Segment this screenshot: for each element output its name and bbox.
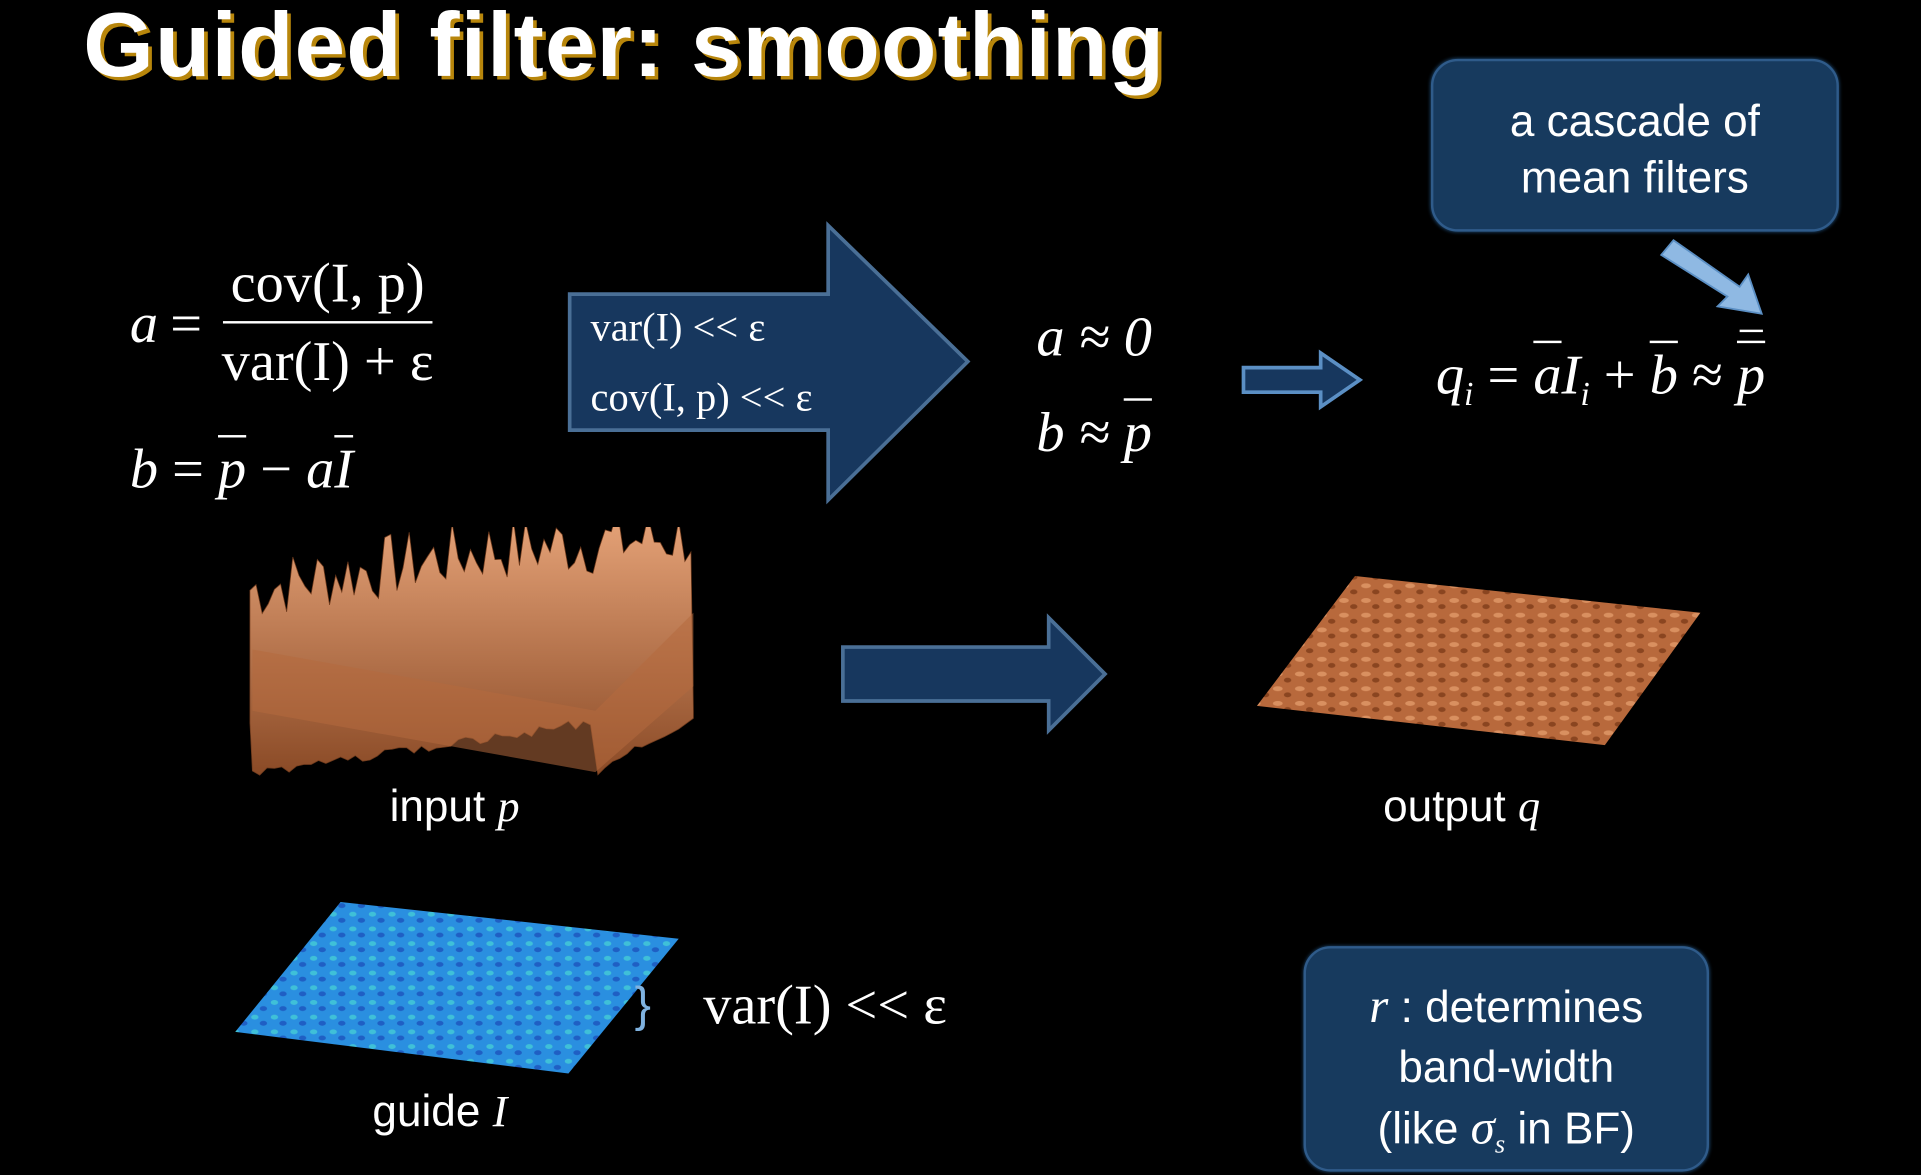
var-I: I xyxy=(1561,343,1581,406)
guide-label: guide I xyxy=(372,1086,507,1137)
equals-sign: = xyxy=(1473,343,1534,406)
bandwidth-callout: r : determines band-width (like σs in BF… xyxy=(1303,946,1710,1172)
mean-filters-callout: a cascade of mean filters xyxy=(1430,58,1839,232)
label-word: guide xyxy=(372,1085,493,1137)
var-q: q xyxy=(1435,343,1464,406)
subscript-i: i xyxy=(1580,374,1590,413)
variance-note: var(I) << ε xyxy=(703,973,947,1036)
implies-arrow xyxy=(1241,349,1364,411)
double-mean-p: p xyxy=(1736,329,1766,406)
sigma-symbol: σ xyxy=(1470,1099,1495,1155)
fraction: cov(I, p) var(I) + ε xyxy=(214,245,441,399)
output-surface-plot xyxy=(1256,575,1701,746)
denominator: var(I) + ε xyxy=(221,329,434,393)
label-word: input xyxy=(389,780,498,831)
filter-arrow xyxy=(841,613,1108,735)
output-label: output q xyxy=(1383,781,1540,832)
mean-a: a xyxy=(1533,343,1562,406)
callout-pointer-arrow xyxy=(1659,238,1764,315)
condition-cov: cov(I, p) << ε xyxy=(590,376,813,421)
condition-var: var(I) << ε xyxy=(590,306,766,351)
callout-text: in BF) xyxy=(1505,1102,1635,1154)
equation-q: qi = aIi + b ≈ p xyxy=(1435,329,1766,414)
approx-b: b ≈ p xyxy=(1036,385,1151,481)
var-a: a xyxy=(129,291,159,354)
callout-text: : determines xyxy=(1388,981,1644,1032)
condition-arrow xyxy=(567,221,971,505)
equation-a: a = cov(I, p) var(I) + ε xyxy=(130,245,441,399)
minus-sign: − xyxy=(246,437,307,501)
mean-p: p xyxy=(218,437,247,501)
variance-brace: } xyxy=(634,977,651,1032)
numerator: cov(I, p) xyxy=(223,245,432,324)
callout-line: band-width xyxy=(1398,1041,1615,1092)
callout-text: (like xyxy=(1377,1102,1471,1154)
input-surface-plot xyxy=(249,526,694,776)
approx-b-prefix: b ≈ xyxy=(1036,400,1124,464)
label-symbol: q xyxy=(1518,781,1541,831)
input-label: input p xyxy=(390,781,520,832)
guide-surface-plot xyxy=(235,901,679,1074)
approx-sign: ≈ xyxy=(1677,343,1737,406)
mean-b: b xyxy=(1649,343,1678,406)
equation-b: b = p − aI xyxy=(130,436,353,501)
callout-line: (like σs in BF) xyxy=(1306,1097,1707,1175)
approximations: a ≈ 0 b ≈ p xyxy=(1036,289,1151,480)
var-r: r xyxy=(1369,977,1389,1034)
var-a: a xyxy=(306,437,335,501)
approx-a: a ≈ 0 xyxy=(1036,305,1152,368)
label-symbol: I xyxy=(492,1087,508,1137)
var-b: b xyxy=(129,437,159,501)
callout-line: r : determines xyxy=(1306,975,1707,1036)
label-symbol: p xyxy=(497,781,520,831)
sigma-subscript: s xyxy=(1494,1129,1506,1159)
equals-sign: = xyxy=(158,437,219,501)
callout-line: a cascade of xyxy=(1509,95,1760,146)
mean-p: p xyxy=(1123,400,1152,464)
plus-sign: + xyxy=(1589,343,1650,406)
slide-title: Guided filter: smoothing xyxy=(83,0,1166,96)
subscript-i: i xyxy=(1463,374,1474,413)
conditions: var(I) << ε cov(I, p) << ε xyxy=(590,294,812,434)
callout-line: mean filters xyxy=(1520,151,1749,203)
mean-I: I xyxy=(334,437,354,501)
equals-sign: = xyxy=(170,291,203,354)
label-word: output xyxy=(1383,780,1519,831)
